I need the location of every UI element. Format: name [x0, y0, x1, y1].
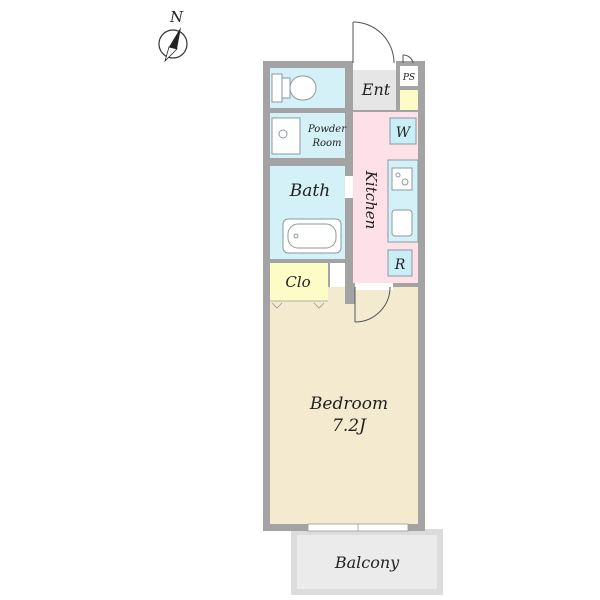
bedroom-floor	[270, 287, 418, 524]
bedroom-door	[354, 283, 393, 323]
fridge-space	[387, 249, 413, 277]
bathtub-icon	[282, 218, 342, 254]
entrance-door	[352, 21, 396, 70]
entrance-floor	[353, 66, 396, 110]
washer-label: W	[396, 125, 412, 141]
bedroom-label: Bedroom	[309, 394, 388, 414]
powder-room-label-line1: Powder	[307, 124, 347, 135]
bath-label: Bath	[289, 181, 330, 201]
entrance-label: Ent	[361, 80, 391, 99]
kitchen-label: Kitchen	[362, 170, 380, 230]
kitchen-counter	[387, 159, 419, 243]
kitchen-sink-icon	[391, 209, 413, 237]
partition-wall	[345, 286, 355, 304]
balcony-label: Balcony	[334, 553, 400, 572]
balcony-floor	[297, 535, 437, 589]
north-arrow-icon	[158, 27, 188, 63]
compass-north-label: N	[169, 8, 184, 26]
balcony: Balcony	[291, 529, 443, 595]
sink-icon	[271, 117, 301, 155]
toilet-icon	[271, 73, 317, 103]
stove-icon	[391, 167, 413, 191]
hall-floor	[330, 263, 345, 287]
closet-label: Clo	[285, 273, 310, 291]
closet-floor	[270, 263, 328, 301]
fridge-label: R	[394, 257, 406, 273]
ps-door	[402, 54, 414, 64]
meter-box	[400, 90, 418, 110]
powder-room-label-line2: Room	[311, 138, 341, 149]
stove-burner-icon	[395, 172, 401, 178]
stove-burner-icon	[401, 178, 409, 186]
ps-label: PS	[402, 73, 415, 83]
closet-door-icon	[270, 300, 328, 309]
washer-space	[389, 117, 417, 145]
bedroom-size: 7.2J	[332, 416, 367, 436]
compass: N	[158, 8, 188, 63]
balcony-window	[307, 523, 409, 532]
bath-door	[345, 176, 353, 198]
ps-shaft	[400, 66, 418, 86]
